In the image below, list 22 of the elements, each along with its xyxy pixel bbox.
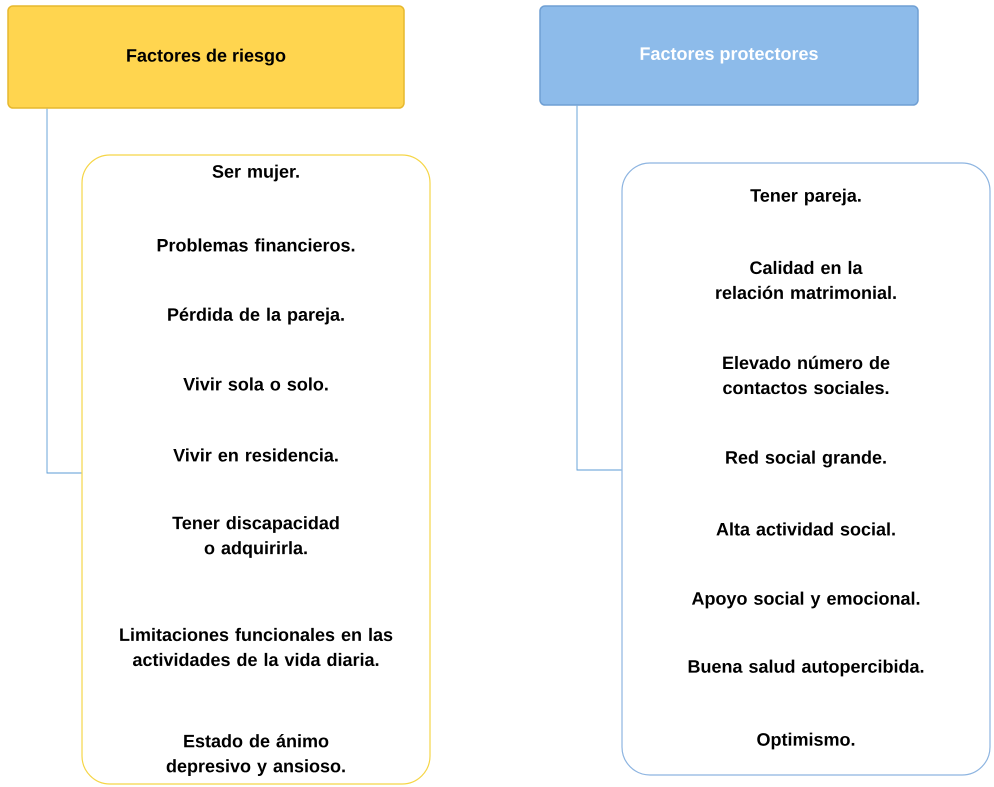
list-item: Red social grande. <box>726 450 886 468</box>
connector-line <box>576 105 622 470</box>
list-item: Estado de ánimo depresivo y ansioso. <box>166 734 345 776</box>
list-item: Vivir sola o solo. <box>183 377 328 391</box>
list-item: Alta actividad social. <box>716 522 895 536</box>
list-item: Elevado número de contactos sociales. <box>723 356 890 394</box>
header-box: Factores de riesgo <box>7 5 405 109</box>
list-item: Ser mujer. <box>212 164 299 182</box>
list-item: Vivir en residencia. <box>173 448 338 462</box>
rounded-box <box>81 154 431 785</box>
list-item: Tener pareja. <box>750 188 861 206</box>
list-item: Buena salud autopercibida. <box>688 660 924 676</box>
list-item: Calidad en la relación matrimonial. <box>716 260 896 300</box>
list-item: Limitaciones funcionales en las actividades de la vida diaria. <box>120 628 392 666</box>
list-item: Pérdida de la pareja. <box>168 308 344 324</box>
connector-line <box>46 108 82 474</box>
list-item: Apoyo social y emocional. <box>692 592 920 608</box>
header-box: Factores protectores <box>539 5 919 106</box>
list-item: Problemas financieros. <box>158 238 354 252</box>
list-item: Tener discapacidad o adquirirla. <box>172 516 339 558</box>
rounded-box <box>621 162 991 776</box>
list-item: Optimismo. <box>757 732 854 750</box>
